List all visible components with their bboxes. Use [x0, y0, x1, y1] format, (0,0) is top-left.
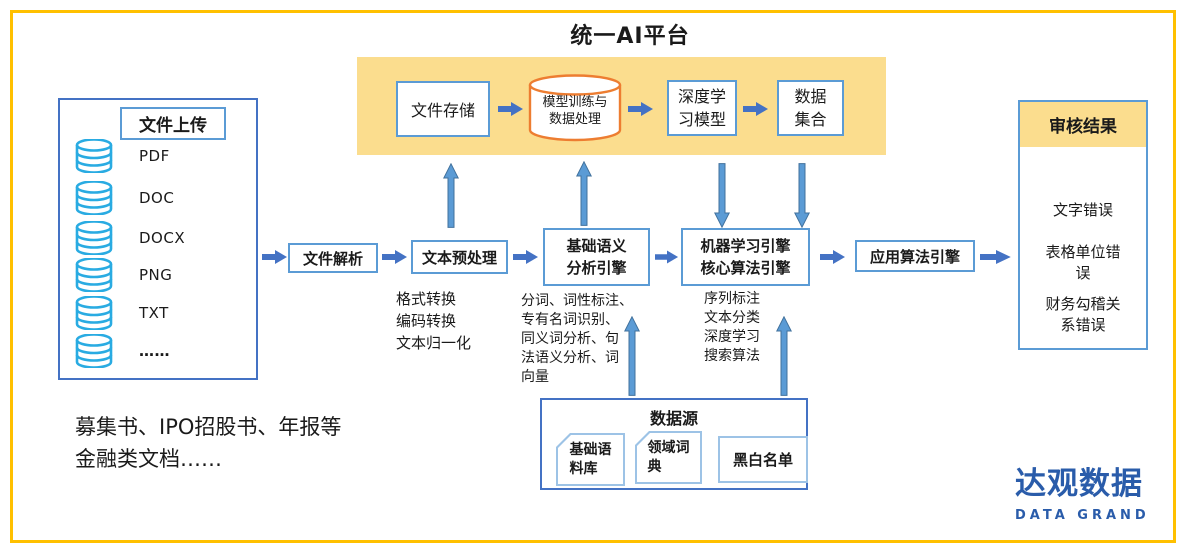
arrow-app-to-results-icon	[980, 250, 1011, 264]
database-icon	[75, 258, 113, 292]
upload-item-more: ……	[75, 334, 245, 368]
outer-frame	[10, 10, 1176, 543]
node-file-storage: 文件存储	[396, 81, 490, 137]
upload-item-label: DOCX	[139, 229, 186, 247]
node-text-preprocess: 文本预处理	[411, 240, 508, 274]
arrow-preprocess-to-platform-icon	[443, 163, 459, 228]
logo-chinese-text: 达观数据	[1015, 466, 1143, 502]
node-data-collection: 数据 集合	[777, 80, 844, 136]
arrow-storage-to-training-icon	[498, 102, 523, 116]
node-file-parsing: 文件解析	[288, 243, 378, 273]
arrow-semantic-to-platform-icon	[576, 161, 592, 226]
upload-item-label: PDF	[139, 147, 170, 165]
upload-item-label: PNG	[139, 266, 173, 284]
node-model-training: 模型训练与 数据处理	[528, 74, 622, 142]
page-title: 统一AI平台	[570, 24, 690, 49]
node-ml-engine: 机器学习引擎 核心算法引擎	[681, 228, 810, 286]
arrow-preprocess-to-semantic-icon	[513, 250, 538, 264]
results-title: 审核结果	[1020, 102, 1146, 147]
upload-item-doc: DOC	[75, 181, 245, 215]
upload-item-txt: TXT	[75, 296, 245, 330]
node-deep-learning-model: 深度学 习模型	[667, 80, 737, 136]
upload-item-docx: DOCX	[75, 221, 245, 255]
upload-item-png: PNG	[75, 258, 245, 292]
database-icon	[75, 296, 113, 330]
result-item-financial-errors: 财务勾稽关 系错误	[1045, 295, 1121, 334]
arrow-parsing-to-preprocess-icon	[382, 250, 407, 264]
database-icon	[75, 334, 113, 368]
annotation-preprocess: 格式转换 编码转换 文本归一化	[396, 290, 472, 352]
datasource-card-dictionary-label: 领域词 典	[637, 433, 700, 482]
result-item-text-errors: 文字错误	[1052, 201, 1113, 219]
datasource-title: 数据源	[649, 409, 698, 428]
annotation-ml: 序列标注 文本分类 深度学习 搜索算法	[704, 291, 760, 364]
arrow-collection-to-ml-engine-icon	[794, 163, 810, 228]
upload-item-label: ……	[139, 342, 170, 360]
annotation-semantic: 分词、词性标注、 专有名词识别、 同义词分析、句 法语义分析、词 向量	[521, 293, 633, 385]
database-icon	[75, 221, 113, 255]
node-model-training-label: 模型训练与 数据处理	[542, 95, 608, 127]
result-item-table-unit-errors: 表格单位错 误	[1045, 243, 1121, 282]
upload-item-label: TXT	[139, 304, 169, 322]
datasource-card-dictionary: 领域词 典	[635, 431, 702, 484]
arrow-upload-to-parsing-icon	[262, 250, 287, 264]
arrow-datasource-to-semantic-icon	[624, 316, 640, 396]
arrow-datasource-to-ml-icon	[776, 316, 792, 396]
node-app-engine: 应用算法引擎	[855, 240, 975, 272]
node-semantic-engine: 基础语义 分析引擎	[543, 228, 650, 286]
datasource-card-corpus: 基础语 料库	[556, 433, 625, 486]
caption-document-types: 募集书、IPO招股书、年报等 金融类文档……	[75, 415, 342, 471]
datasource-panel: 数据源 基础语 料库 领域词 典 黑白名单	[540, 398, 808, 490]
arrow-dl-to-ml-engine-icon	[714, 163, 730, 228]
datasource-card-blacklist: 黑白名单	[718, 436, 808, 483]
database-icon	[75, 181, 113, 215]
upload-item-label: DOC	[139, 189, 175, 207]
datagrand-logo: 达观数据 DATA GRAND	[1015, 458, 1165, 523]
upload-title: 文件上传	[120, 107, 226, 140]
datasource-card-corpus-label: 基础语 料库	[558, 435, 623, 484]
database-icon	[75, 139, 113, 173]
arrow-semantic-to-ml-icon	[655, 250, 679, 264]
cylinder-icon	[528, 74, 622, 142]
arrow-training-to-dl-icon	[628, 102, 653, 116]
arrow-dl-to-collection-icon	[743, 102, 768, 116]
results-panel: 审核结果 文字错误 表格单位错 误 财务勾稽关 系错误	[1018, 100, 1148, 350]
arrow-ml-to-app-icon	[820, 250, 845, 264]
logo-english-text: DATA GRAND	[1015, 508, 1150, 523]
upload-item-pdf: PDF	[75, 139, 245, 173]
